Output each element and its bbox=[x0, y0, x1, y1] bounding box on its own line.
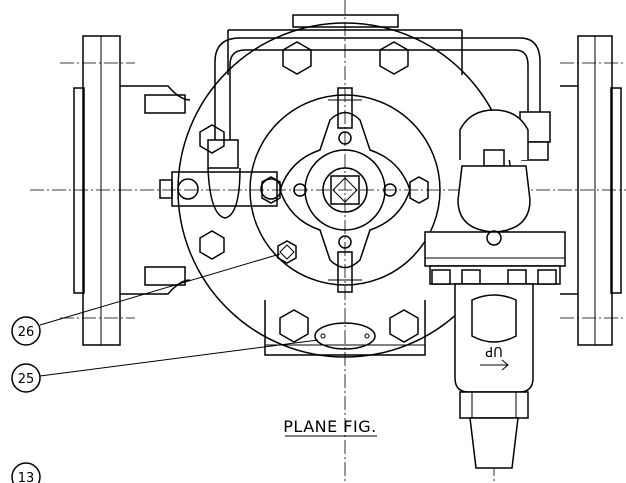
callout-26: 26 bbox=[11, 316, 41, 346]
left-fitting bbox=[159, 139, 282, 219]
drawing-title-text: PLANE FIG. bbox=[283, 417, 376, 436]
pilot-regulator: UP bbox=[424, 109, 566, 469]
cover-bolts bbox=[199, 41, 429, 343]
svg-text:25: 25 bbox=[18, 372, 35, 387]
svg-text:13: 13 bbox=[18, 471, 35, 483]
nameplate-25 bbox=[314, 322, 376, 350]
drawing-title: PLANE FIG. bbox=[283, 417, 377, 437]
left-flange bbox=[73, 35, 121, 346]
central-cover bbox=[249, 87, 441, 293]
callout-leaders bbox=[39, 253, 319, 377]
svg-text:26: 26 bbox=[18, 325, 35, 340]
right-flange bbox=[577, 35, 622, 346]
flow-direction-label: UP bbox=[485, 343, 503, 358]
plug-26 bbox=[277, 240, 297, 264]
callout-25: 25 bbox=[11, 363, 41, 393]
callout-13: 13 bbox=[11, 462, 41, 483]
